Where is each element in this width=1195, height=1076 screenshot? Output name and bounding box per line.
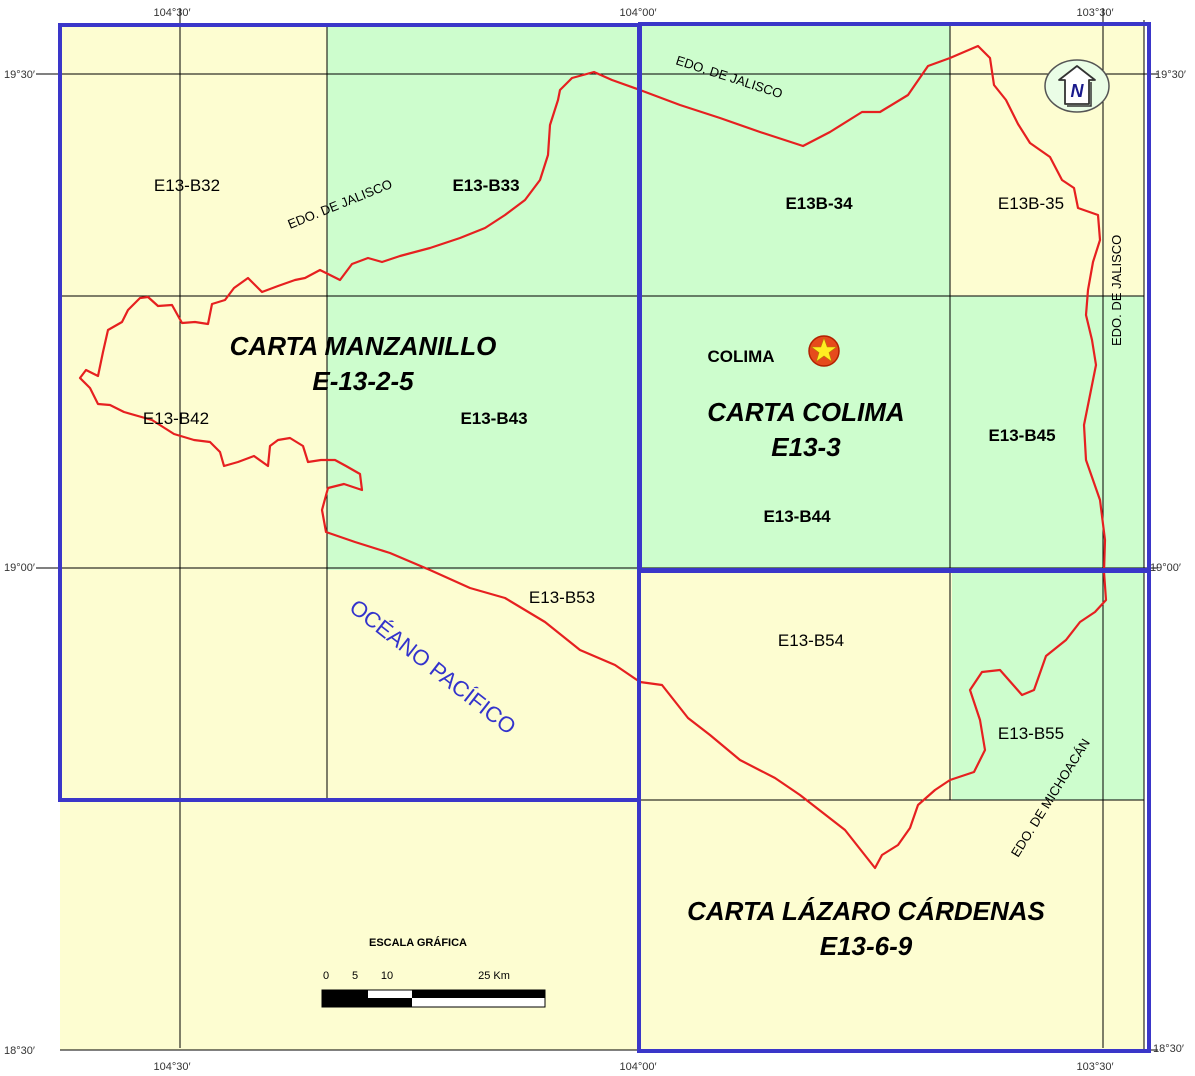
colima-boundary <box>78 44 1108 870</box>
coord-top-right: 103°30′ <box>1076 7 1113 19</box>
coord-left-1900: 19°00′ <box>4 562 35 574</box>
lazaro-code: E13-6-9 <box>820 931 913 961</box>
scale-title: ESCALA GRÁFICA <box>369 936 467 949</box>
coord-left-1830: 18°30′ <box>4 1045 35 1057</box>
scale-tick-5: 5 <box>352 970 358 982</box>
scale-tick-10: 10 <box>381 970 393 982</box>
cell-b35: E13B-35 <box>998 194 1064 213</box>
cell-b44: E13-B44 <box>763 507 831 526</box>
cell-b55: E13-B55 <box>998 724 1064 743</box>
cell-b54: E13-B54 <box>778 631 844 650</box>
cell-labels: E13-B32 E13-B33 E13B-34 E13B-35 E13-B42 … <box>143 176 1064 743</box>
cell-b33: E13-B33 <box>452 176 519 195</box>
colima-code: E13-3 <box>771 432 841 462</box>
cell-b43: E13-B43 <box>460 409 527 428</box>
coord-bottom-left: 104°30′ <box>153 1061 190 1073</box>
cell-b53: E13-B53 <box>529 588 595 607</box>
sheet-titles: CARTA MANZANILLO E-13-2-5 CARTA COLIMA E… <box>230 331 1046 961</box>
cell-b34: E13B-34 <box>785 194 853 213</box>
capital-label: COLIMA <box>707 347 774 366</box>
scale-tick-0: 0 <box>323 970 329 982</box>
sheet-borders <box>58 22 1151 1053</box>
sheet-lazaro-border <box>637 569 1151 1053</box>
coord-bottom-mid: 104°00′ <box>619 1061 656 1073</box>
green-zone-b45 <box>950 296 1144 570</box>
green-zone-b55 <box>952 570 1144 800</box>
capital-marker: COLIMA <box>707 335 840 367</box>
manzanillo-code: E-13-2-5 <box>312 366 414 396</box>
capital-star-icon <box>808 335 840 367</box>
label-jalisco-right: EDO. DE JALISCO <box>1109 235 1124 346</box>
coord-top-mid: 104°00′ <box>619 7 656 19</box>
scale-bar: ESCALA GRÁFICA 0 5 10 25 Km <box>321 936 546 1008</box>
coord-right-1830: 18°30′ <box>1153 1043 1184 1055</box>
coord-bottom-right: 103°30′ <box>1076 1061 1113 1073</box>
coord-right-1930: 19°30′ <box>1155 69 1186 81</box>
coord-top-left: 104°30′ <box>153 7 190 19</box>
manzanillo-title: CARTA MANZANILLO <box>230 331 497 361</box>
cell-b45: E13-B45 <box>988 426 1055 445</box>
coord-left-1930: 19°30′ <box>4 69 35 81</box>
lazaro-title: CARTA LÁZARO CÁRDENAS <box>687 896 1045 926</box>
cell-b42: E13-B42 <box>143 409 209 428</box>
coord-right-1900: 19°00′ <box>1150 562 1181 574</box>
north-arrow-icon: N <box>1044 59 1110 113</box>
colima-title: CARTA COLIMA <box>707 397 904 427</box>
scale-tick-25: 25 Km <box>478 970 510 982</box>
north-letter: N <box>1071 81 1085 101</box>
cell-b32: E13-B32 <box>154 176 220 195</box>
coordinate-labels: 104°30′ 104°00′ 103°30′ 104°30′ 104°00′ … <box>4 7 1186 1073</box>
